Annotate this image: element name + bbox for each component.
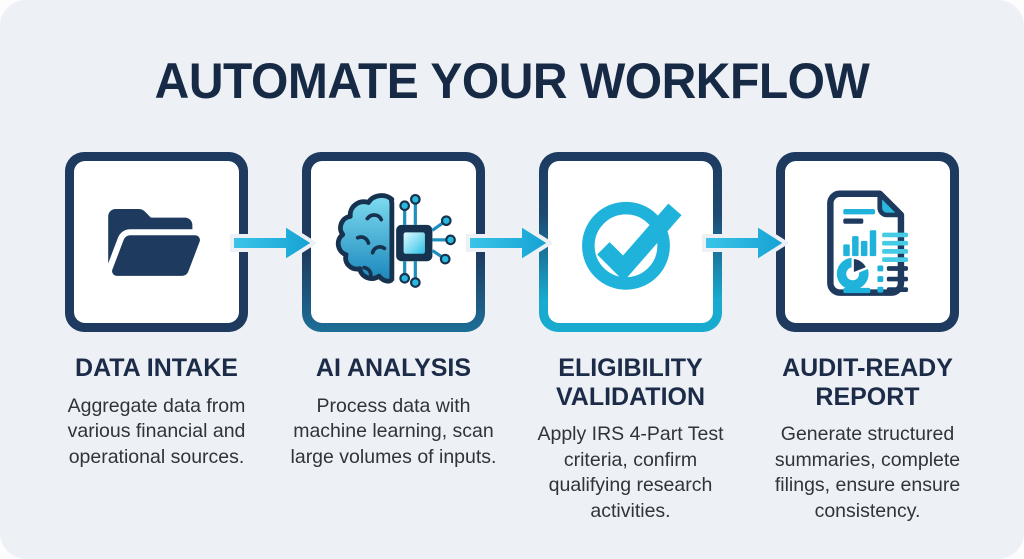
step-data-intake: DATA INTAKE Aggregate data from various … [38,152,275,532]
step-eligibility-validation: ELIGIBILITY VALIDATION Apply IRS 4-Part … [512,152,749,532]
step-ai-analysis: AI ANALYSIS Process data with machine le… [275,152,512,532]
step-2-description: Process data with machine learning, scan… [290,394,497,468]
step-1-heading: DATA INTAKE [75,354,238,382]
folder-icon [96,190,218,294]
step-4-icon-tile [785,161,950,323]
step-2-icon-tile [311,161,476,323]
step-4-frame [776,152,959,332]
workflow-steps-row: DATA INTAKE Aggregate data from various … [38,152,986,532]
arrow-icon [230,219,316,267]
step-3-heading: ELIGIBILITY VALIDATION [555,354,706,411]
step-3-icon-tile [548,161,713,323]
report-icon [809,182,927,302]
check-circle-icon [568,183,694,301]
step-3-description: Apply IRS 4-Part Test criteria, confirm … [537,423,724,523]
arrow-icon [702,219,788,267]
step-1-icon-tile [74,161,239,323]
step-4-description: Generate structured summaries, complete … [774,423,961,523]
step-audit-ready-report: AUDIT-READY REPORT Generate structured s… [749,152,986,532]
step-4-heading: AUDIT-READY REPORT [782,354,953,411]
step-1-frame [65,152,248,332]
page-title: AUTOMATE YOUR WORKFLOW [154,53,870,109]
step-3-frame [539,152,722,332]
step-2-frame [302,152,485,332]
step-1-description: Aggregate data from various financial an… [67,394,246,468]
arrow-icon [466,219,552,267]
brain-chip-icon [330,186,458,298]
step-2-heading: AI ANALYSIS [315,354,472,382]
